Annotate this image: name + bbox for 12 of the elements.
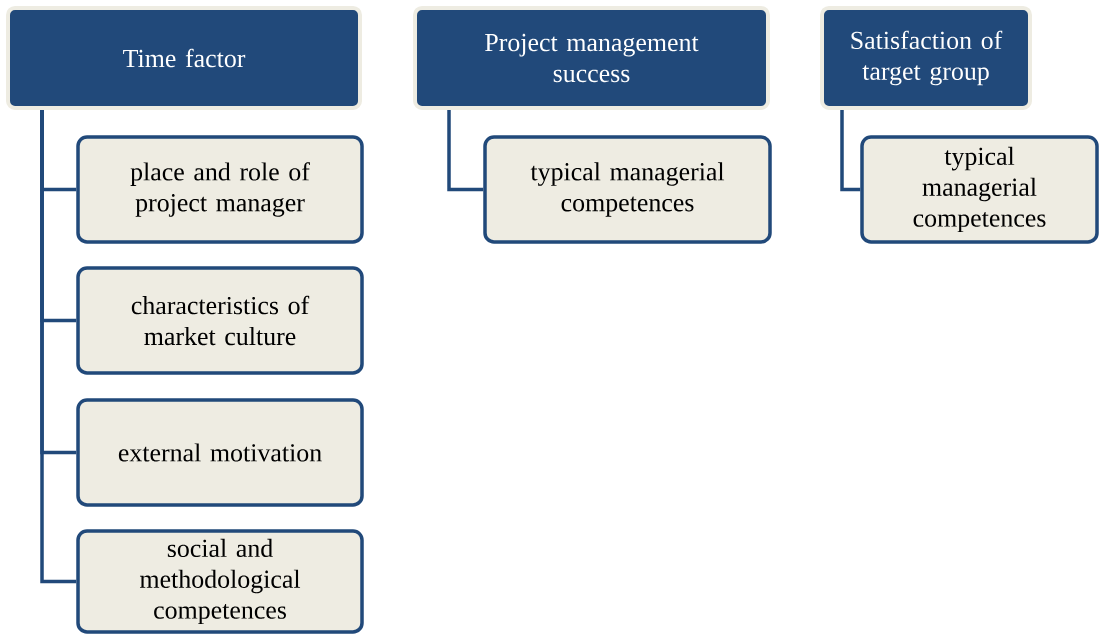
item-box: social and methodological competences [76, 529, 364, 634]
heading-box: Project management success [413, 6, 770, 110]
item-box: external motivation [76, 398, 364, 507]
item-box: place and role of project manager [76, 135, 364, 244]
heading-box: Satisfaction of target group [820, 6, 1032, 110]
connector-line [447, 110, 484, 192]
item-box: typical managerial competences [860, 135, 1099, 244]
connector-line [40, 110, 77, 584]
item-box: typical managerial competences [483, 135, 772, 244]
item-box: characteristics of market culture [76, 266, 364, 375]
heading-box: Time factor [6, 6, 362, 110]
connector-line [840, 110, 861, 192]
